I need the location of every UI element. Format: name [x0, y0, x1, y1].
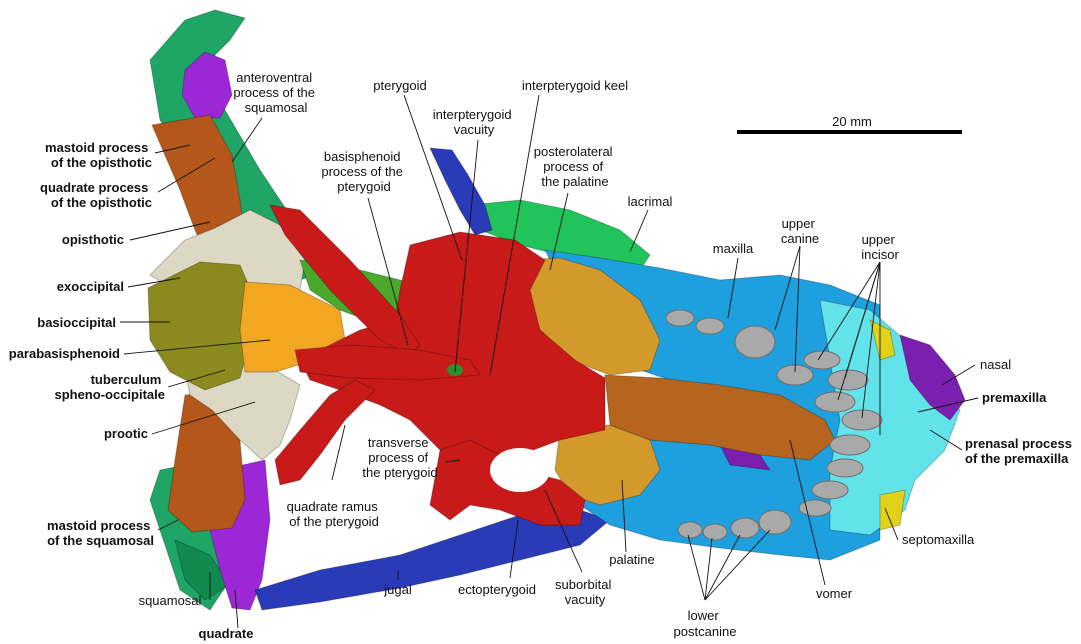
- nasal-bone: [899, 334, 966, 421]
- tooth-upper-incisor: [814, 391, 856, 413]
- label-jugal: jugal: [383, 582, 412, 597]
- tooth-lower-postcanine: [677, 521, 703, 539]
- label-interpterygoid-keel: interpterygoid keel: [522, 78, 628, 93]
- leader-lines: [120, 94, 979, 629]
- label-suborbital-vacuity: suborbital vacuity: [555, 577, 615, 607]
- label-basisphenoid-process: basisphenoid process of the pterygoid: [321, 149, 406, 194]
- palatine-lower-bone: [554, 424, 661, 506]
- tooth-lower-postcanine: [758, 509, 792, 535]
- label-palatine: palatine: [609, 552, 655, 567]
- label-maxilla: maxilla: [713, 241, 754, 256]
- labels: anteroventral process of the squamosal m…: [9, 70, 1076, 641]
- label-transverse-process: transverse process of the pterygoid: [362, 435, 437, 480]
- label-basioccipital: basioccipital: [37, 315, 116, 330]
- suborbital-vacuity: [490, 448, 550, 492]
- label-parabasisphenoid: parabasisphenoid: [9, 346, 120, 361]
- squamosal-lower-dark: [174, 539, 231, 601]
- label-upper-canine: upper canine: [781, 216, 819, 246]
- label-quadrate-ramus: quadrate ramus of the pterygoid: [287, 499, 382, 529]
- label-tuberculum: tuberculum spheno-occipitale: [54, 372, 165, 402]
- label-interpterygoid-vacuity: interpterygoid vacuity: [433, 107, 515, 137]
- tooth-upper-incisor: [841, 409, 883, 431]
- scale-bar-label: 20 mm: [832, 114, 872, 129]
- label-pterygoid: pterygoid: [373, 78, 426, 93]
- jugal-lower-bone: [254, 509, 612, 611]
- tooth-upper-postcanine: [695, 317, 725, 335]
- septomaxilla-lower-bone: [879, 489, 906, 531]
- pterygoid-quadrate-ramus: [274, 379, 376, 486]
- label-upper-incisor: upper incisor: [861, 232, 899, 262]
- label-septomaxilla: septomaxilla: [902, 532, 975, 547]
- septomaxilla-bone: [869, 319, 896, 361]
- vomer-bone: [604, 374, 836, 461]
- tooth-upper-incisor: [803, 350, 841, 370]
- label-vomer: vomer: [816, 586, 853, 601]
- label-prenasal-process: prenasal process of the premaxilla: [965, 436, 1076, 466]
- tooth-upper-incisor: [827, 369, 869, 391]
- tooth-lower-incisor: [798, 499, 832, 517]
- label-nasal: nasal: [980, 357, 1011, 372]
- tooth-upper-postcanine: [665, 309, 695, 327]
- label-exoccipital: exoccipital: [57, 279, 124, 294]
- label-quadrate: quadrate: [199, 626, 254, 641]
- label-mastoid-squamosal: mastoid process of the squamosal: [47, 518, 154, 548]
- tooth-lower-postcanine: [702, 523, 728, 541]
- jugal-upper-bone: [429, 147, 493, 236]
- tooth-lower-postcanine: [730, 517, 760, 539]
- label-posterolateral-process: posterolateral process of the palatine: [534, 144, 616, 189]
- label-ectopterygoid: ectopterygoid: [458, 582, 536, 597]
- pterygoid-rod-lower: [294, 344, 481, 381]
- label-mastoid-opisthotic: mastoid process of the opisthotic: [45, 140, 152, 170]
- label-lower-postcanine: lower postcanine: [674, 608, 737, 639]
- label-opisthotic: opisthotic: [62, 232, 124, 247]
- tooth-lower-incisor: [811, 480, 849, 500]
- quadrate-upper-bone: [181, 51, 233, 119]
- tooth-upper-canine: [734, 325, 776, 359]
- skull-bones: [147, 9, 966, 611]
- scale-bar: 20 mm: [737, 114, 962, 134]
- tooth-lower-incisor: [829, 434, 871, 456]
- label-anteroventral-process: anteroventral process of the squamosal: [233, 70, 318, 115]
- label-prootic: prootic: [104, 426, 148, 441]
- label-premaxilla: premaxilla: [982, 390, 1047, 405]
- label-quadrate-opisthotic: quadrate process of the opisthotic: [40, 180, 152, 210]
- label-lacrimal: lacrimal: [628, 194, 673, 209]
- label-squamosal: squamosal: [139, 593, 202, 608]
- tooth-lower-incisor: [826, 458, 864, 478]
